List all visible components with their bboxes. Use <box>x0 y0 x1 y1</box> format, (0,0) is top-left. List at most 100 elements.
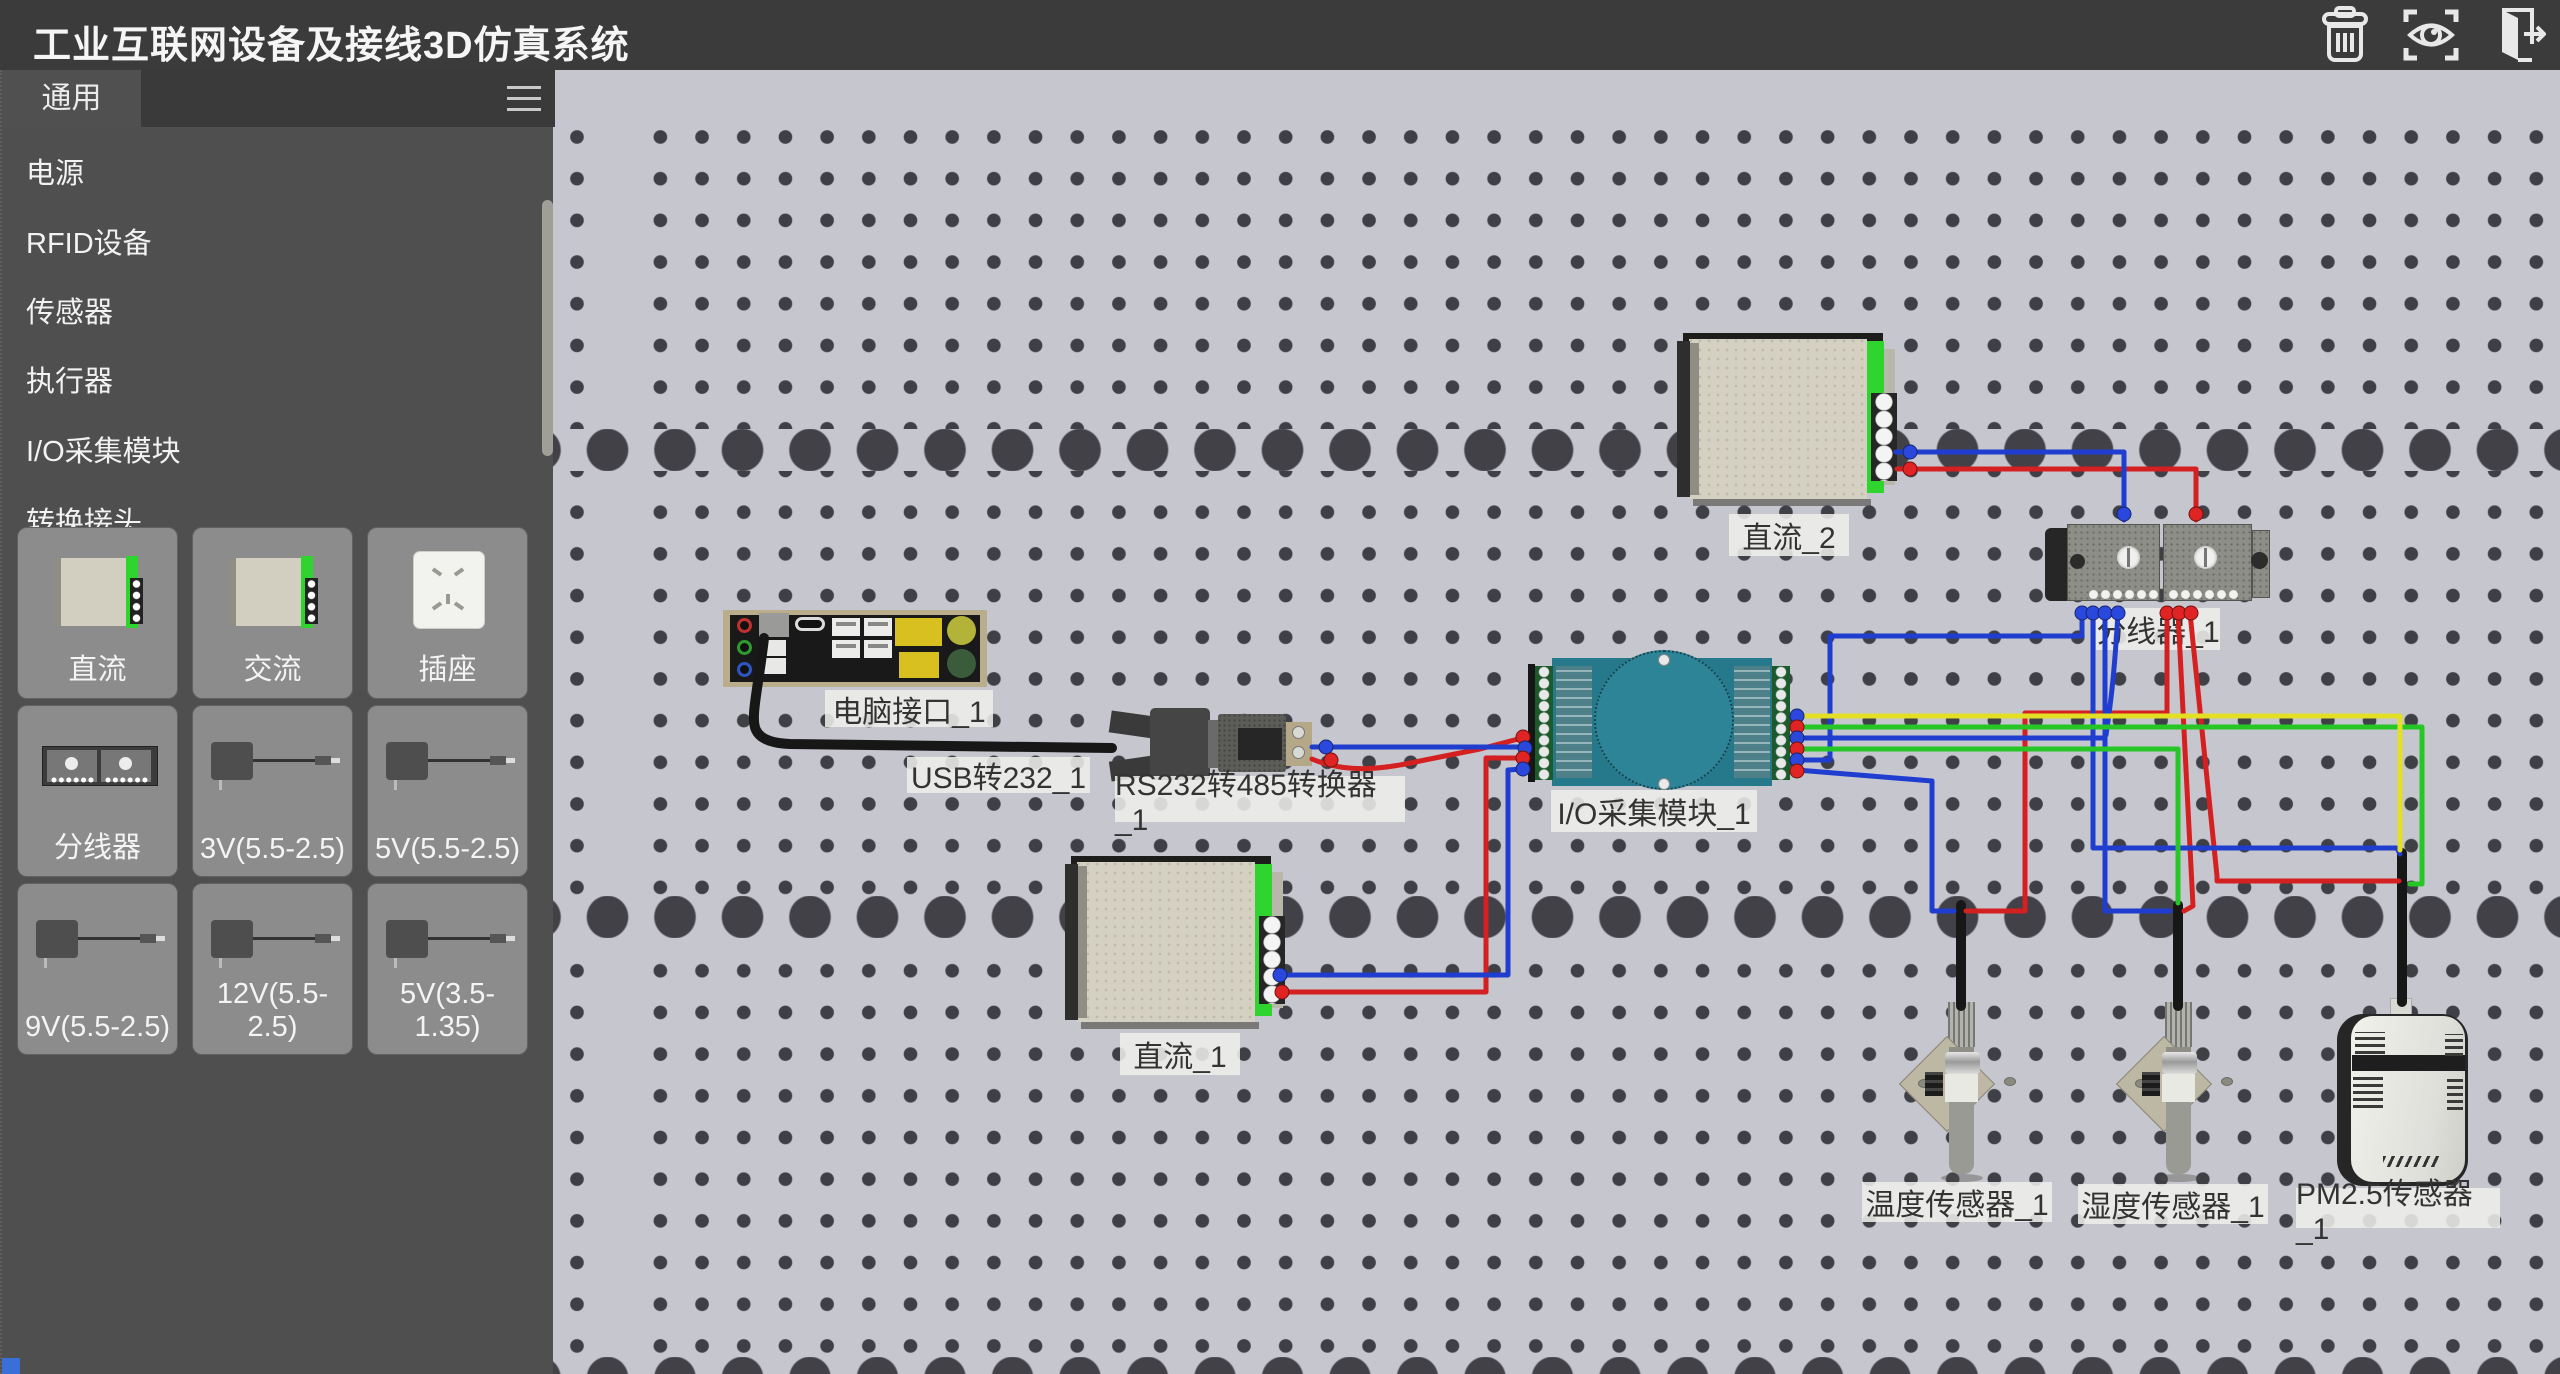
sidebar-item-sensor[interactable]: 传感器 <box>26 297 114 329</box>
component-card-3v[interactable]: 3V(5.5-2.5) <box>192 705 353 877</box>
connection-beads <box>1272 444 2204 1000</box>
psu-top-edge <box>1683 333 1883 342</box>
usb-port[interactable] <box>832 640 860 658</box>
pm-vent <box>2447 1078 2463 1110</box>
component-card-12v[interactable]: 12V(5.5-2.5) <box>192 883 353 1055</box>
trash-icon[interactable] <box>2316 6 2374 64</box>
wire-blue-dc2-splitter[interactable] <box>1893 449 2127 523</box>
io-screw-bottom <box>1658 778 1670 790</box>
splitter-icon <box>42 746 158 786</box>
wire-red-rs-io[interactable] <box>1309 735 1525 772</box>
psu-body <box>1077 862 1255 1022</box>
pm-vent <box>2355 1032 2385 1054</box>
pegboard-hole-row-1 <box>540 429 2560 471</box>
splitter-terminals[interactable] <box>2089 590 2161 599</box>
wire-red-splitter-pm25[interactable] <box>2187 610 2402 884</box>
menu-icon[interactable] <box>507 86 541 112</box>
component-card-9v[interactable]: 9V(5.5-2.5) <box>17 883 178 1055</box>
corner-marker <box>2 1358 20 1374</box>
label-humidity-sensor: 湿度传感器_1 <box>2078 1184 2268 1224</box>
psu-top-edge <box>1071 856 1271 865</box>
device-rs232-485-converter[interactable] <box>1108 706 1318 786</box>
io-terminal-strip-left[interactable] <box>1535 666 1553 780</box>
power-adapter-icon <box>211 920 341 970</box>
device-splitter[interactable] <box>2045 524 2270 605</box>
sidebar-item-io-module[interactable]: I/O采集模块 <box>26 436 181 468</box>
splitter-hole <box>2251 552 2268 569</box>
component-card-ac[interactable]: 交流 <box>192 527 353 699</box>
pm-speaker-hatch <box>2383 1156 2439 1167</box>
wire-blue-dc1-io[interactable] <box>1281 766 1525 978</box>
component-card-splitter[interactable]: 分线器 <box>17 705 178 877</box>
wire-green-io-humidity[interactable] <box>1794 746 2181 906</box>
yellow-label-sticker <box>895 618 942 646</box>
label-temperature-sensor: 温度传感器_1 <box>1862 1182 2052 1222</box>
rs-connector-body <box>1150 708 1210 780</box>
splitter-terminals[interactable] <box>2169 590 2241 599</box>
sensor-clamp <box>2162 1052 2197 1074</box>
wire-blue-io-temp[interactable] <box>1794 767 1957 914</box>
power-adapter-icon <box>386 920 516 970</box>
component-card-5v-135[interactable]: 5V(3.5-1.35) <box>367 883 528 1055</box>
sidebar-item-rfid[interactable]: RFID设备 <box>26 228 152 260</box>
wire-blue-io-humidity[interactable] <box>1794 610 2173 914</box>
sidebar-item-actuator[interactable]: 执行器 <box>26 366 114 398</box>
wire-red-dc1-io[interactable] <box>1281 755 1525 995</box>
device-io-module[interactable] <box>1528 650 1796 792</box>
component-card-dc[interactable]: 直流 <box>17 527 178 699</box>
rs-terminal-screw <box>1292 746 1305 759</box>
sensor-band <box>2162 1074 2195 1102</box>
usb-cable[interactable] <box>748 633 1117 753</box>
component-card-socket[interactable]: 插座 <box>367 527 528 699</box>
audio-jack-blue[interactable] <box>737 662 752 677</box>
wire-green-io-pm25[interactable] <box>1794 724 2425 887</box>
psu-shadow <box>1081 1022 1259 1029</box>
wire-red-splitter-humidity[interactable] <box>2175 610 2196 914</box>
mount-hole <box>2004 1077 2016 1086</box>
exit-icon[interactable] <box>2488 6 2546 64</box>
wire-red-splitter-temp[interactable] <box>1963 610 2170 914</box>
usb-port[interactable] <box>864 618 892 636</box>
sensor-pins <box>2142 1072 2160 1096</box>
device-temperature-sensor[interactable] <box>1896 1002 2026 1292</box>
wire-yellow-io-pm25[interactable] <box>1794 713 2403 853</box>
sensor-probe-rod <box>1949 1102 1974 1174</box>
device-pm25-sensor[interactable] <box>2337 998 2471 1188</box>
app-title: 工业互联网设备及接线3D仿真系统 <box>33 25 630 67</box>
mount-hole <box>2221 1077 2233 1086</box>
audio-jack-red[interactable] <box>737 618 752 633</box>
preview-eye-icon[interactable] <box>2402 6 2460 64</box>
device-dc-power-2[interactable] <box>1677 333 1897 506</box>
component-card-5v[interactable]: 5V(5.5-2.5) <box>367 705 528 877</box>
sensor-band <box>1945 1074 1978 1102</box>
wire-blue-splitter-pm25[interactable] <box>2090 610 2403 857</box>
device-computer-interface[interactable] <box>723 610 987 687</box>
usb-port[interactable] <box>864 640 892 658</box>
sidebar-item-power[interactable]: 电源 <box>26 158 85 190</box>
psu-left-strip <box>1690 343 1699 495</box>
dc-power-supply-icon <box>54 556 146 630</box>
audio-jack-green[interactable] <box>737 640 752 655</box>
wall-socket-icon <box>414 552 484 628</box>
ac-power-supply-icon <box>229 556 321 630</box>
device-dc-power-1[interactable] <box>1065 856 1285 1029</box>
wire-blue-io-splitter[interactable] <box>1794 610 2085 763</box>
psu-left-edge <box>1677 341 1690 497</box>
power-adapter-icon <box>36 920 166 970</box>
rs-terminal-screw <box>1292 726 1305 739</box>
tab-general[interactable]: 通用 <box>2 70 141 127</box>
wire-red-dc2-splitter[interactable] <box>1894 466 2199 523</box>
label-usb-232: USB转232_1 <box>907 757 1090 795</box>
psu-terminal-block[interactable] <box>1871 393 1897 481</box>
usb-port[interactable] <box>832 618 860 636</box>
sidebar-scrollbar[interactable] <box>542 200 553 456</box>
device-humidity-sensor[interactable] <box>2113 1002 2243 1292</box>
power-adapter-icon <box>386 742 516 792</box>
pm-vent <box>2445 1034 2463 1056</box>
pm-vent <box>2353 1076 2383 1108</box>
io-terminal-strip-right[interactable] <box>1772 666 1790 780</box>
sensor-pins <box>1925 1072 1943 1096</box>
io-screw-top <box>1658 654 1670 666</box>
label-computer-interface: 电脑接口_1 <box>825 690 993 729</box>
sensor-probe-rod <box>2166 1102 2191 1174</box>
